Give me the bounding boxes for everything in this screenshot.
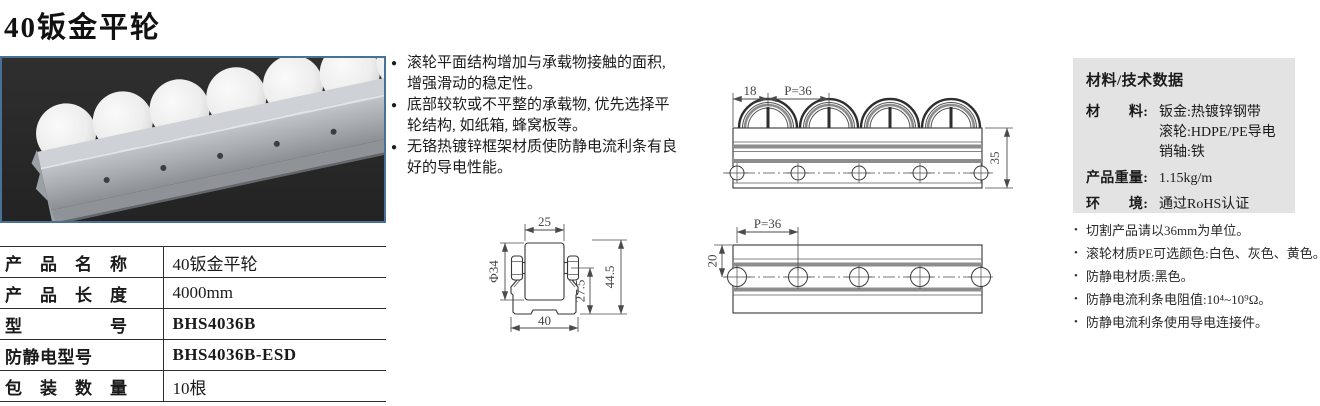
mounting-holes xyxy=(724,265,991,289)
list-item: • 滚轮材质PE可选颜色:白色、灰色、黄色。 xyxy=(1073,242,1320,265)
bullet-icon: ● xyxy=(391,142,398,153)
spec-value: 10根 xyxy=(163,370,386,402)
roller-track-photo-graphic xyxy=(2,31,484,226)
dim-pitch-elevation: P=36 xyxy=(784,83,812,98)
bullet-icon: ● xyxy=(391,58,398,69)
tech-value: 钣金:热镀锌钢带 滚轮:HDPE/PE导电 销轴:铁 xyxy=(1159,103,1276,163)
mounting-holes xyxy=(726,163,990,183)
spec-value: 4000mm xyxy=(163,277,386,309)
feature-text: 底部较软或不平整的承载物, 优先选择平轮结构, 如纸箱, 蜂窝板等。 xyxy=(407,97,670,134)
feature-text: 滚轮平面结构增加与承载物接触的面积, 增强滑动的稳定性。 xyxy=(407,55,666,92)
tech-value: 通过RoHS认证 xyxy=(1159,195,1249,215)
dim-rail-height: 35 xyxy=(987,152,1002,165)
roller-arcs xyxy=(737,97,982,129)
list-item: ● 无铬热镀锌框架材质使防静电流利条有良好的导电性能。 xyxy=(391,137,683,179)
bullet-icon: • xyxy=(1074,224,1078,236)
dim-pitch-plan: P=36 xyxy=(754,216,782,231)
dim-total-height: 44.5 xyxy=(602,266,617,289)
bullet-icon: • xyxy=(1074,316,1078,328)
note-text: 滚轮材质PE可选颜色:白色、灰色、黄色。 xyxy=(1086,246,1320,261)
list-item: • 防静电流利条使用导电连接件。 xyxy=(1073,311,1320,334)
tech-value: 1.15kg/m xyxy=(1159,169,1212,189)
dim-base-width: 40 xyxy=(538,313,551,328)
note-list: • 切割产品请以36mm为单位。 • 滚轮材质PE可选颜色:白色、灰色、黄色。 • 防… xyxy=(1073,219,1320,334)
table-row: 型 号 BHS4036B xyxy=(0,308,386,340)
dim-hole-offset: 20 xyxy=(705,255,720,268)
tech-box-title: 材料/技术数据 xyxy=(1086,73,1184,89)
bullet-icon: • xyxy=(1074,293,1078,305)
table-row: 产 品 名 称 40钣金平轮 xyxy=(0,246,386,278)
tech-label: 产品重量: xyxy=(1086,171,1149,186)
page-title: 40钣金平轮 xyxy=(4,12,162,44)
elevation-view: 18 P=36 35 xyxy=(723,83,1013,189)
table-row: 防静电型号 BHS4036B-ESD xyxy=(0,339,386,371)
bullet-icon: ● xyxy=(391,100,398,111)
tech-value-line: 通过RoHS认证 xyxy=(1159,197,1250,212)
product-photo xyxy=(0,31,484,226)
bullet-icon: • xyxy=(1074,247,1078,259)
note-text: 切割产品请以36mm为单位。 xyxy=(1086,223,1250,238)
spec-value-esd-model: BHS4036B-ESD xyxy=(163,339,386,371)
dim-roller-dia: Φ34 xyxy=(487,260,501,283)
list-item: • 防静电流利条电阻值:10⁴~10⁹Ω。 xyxy=(1073,288,1320,311)
dim-top-width: 25 xyxy=(538,214,551,229)
note-text: 防静电流利条电阻值:10⁴~10⁹Ω。 xyxy=(1086,292,1272,307)
tech-value-line: 1.15kg/m xyxy=(1159,171,1213,186)
spec-label: 包 装 数 量 xyxy=(0,370,164,402)
table-row: 包 装 数 量 10根 xyxy=(0,370,386,402)
plan-view: P=36 20 xyxy=(705,216,993,314)
tech-data-box: 材料/技术数据 材 料: 钣金:热镀锌钢带 滚轮:HDPE/PE导电 销轴:铁 … xyxy=(1073,58,1295,213)
tech-row-material: 材 料: 钣金:热镀锌钢带 滚轮:HDPE/PE导电 销轴:铁 xyxy=(1086,103,1283,163)
list-item: • 防静电材质:黑色。 xyxy=(1073,265,1320,288)
tech-row-environment: 环 境: 通过RoHS认证 xyxy=(1086,195,1283,215)
feature-list: ● 滚轮平面结构增加与承载物接触的面积, 增强滑动的稳定性。 ● 底部较软或不平整的… xyxy=(391,53,683,179)
tech-label: 材 料: xyxy=(1086,105,1149,120)
tech-value-line: 钣金:热镀锌钢带 xyxy=(1159,105,1261,120)
spec-value: 40钣金平轮 xyxy=(163,246,386,278)
list-item: • 切割产品请以36mm为单位。 xyxy=(1073,219,1320,242)
spec-label: 型 号 xyxy=(0,308,164,340)
spec-value-model: BHS4036B xyxy=(163,308,386,340)
bullet-icon: • xyxy=(1074,270,1078,282)
tech-value-line: 滚轮:HDPE/PE导电 xyxy=(1159,125,1276,140)
cross-section-drawing: 25 Φ34 27.5 44.5 40 xyxy=(487,214,627,332)
roller-outline xyxy=(524,242,565,301)
table-row: 产 品 长 度 4000mm xyxy=(0,277,386,309)
list-item: ● 底部较软或不平整的承载物, 优先选择平轮结构, 如纸箱, 蜂窝板等。 xyxy=(391,95,683,137)
tech-value-line: 销轴:铁 xyxy=(1159,145,1205,160)
note-text: 防静电材质:黑色。 xyxy=(1086,269,1194,284)
rail-views-drawing: 18 P=36 35 xyxy=(705,83,1013,314)
spec-table: 产 品 名 称 40钣金平轮 产 品 长 度 4000mm 型 号 BHS403… xyxy=(0,246,386,402)
note-text: 防静电流利条使用导电连接件。 xyxy=(1086,315,1269,330)
dim-edge-offset: 18 xyxy=(744,83,757,98)
dim-pin-height: 27.5 xyxy=(573,280,588,303)
tech-label: 环 境: xyxy=(1086,197,1149,212)
feature-text: 无铬热镀锌框架材质使防静电流利条有良好的导电性能。 xyxy=(407,139,678,176)
pin-left xyxy=(510,255,524,281)
spec-label: 产 品 长 度 xyxy=(0,277,164,309)
tech-row-weight: 产品重量: 1.15kg/m xyxy=(1086,169,1283,189)
spec-label: 产 品 名 称 xyxy=(0,246,164,278)
spec-label: 防静电型号 xyxy=(0,339,164,371)
list-item: ● 滚轮平面结构增加与承载物接触的面积, 增强滑动的稳定性。 xyxy=(391,53,683,95)
